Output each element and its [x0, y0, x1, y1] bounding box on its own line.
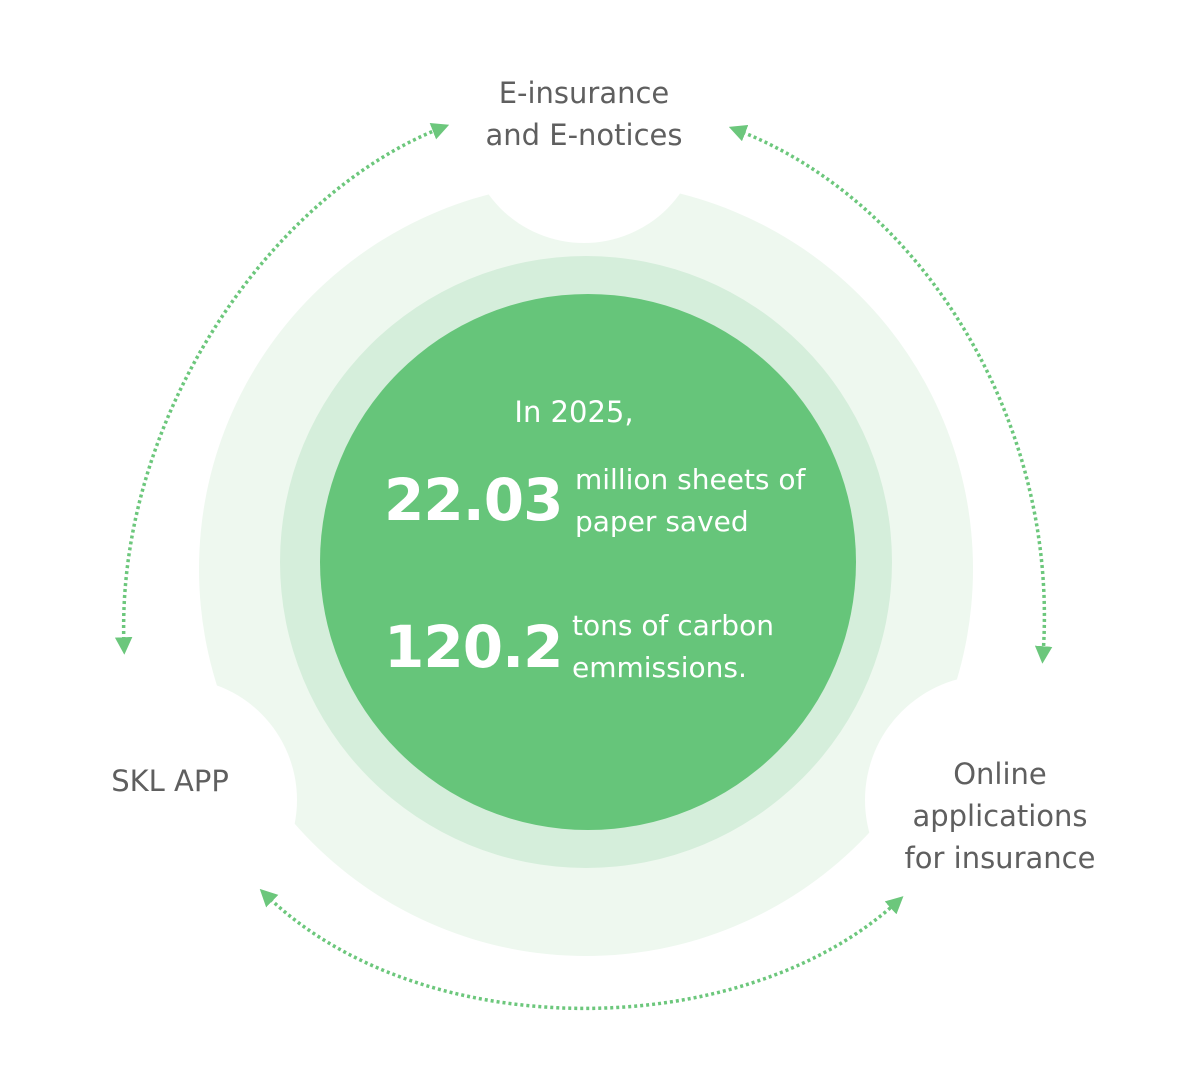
inner-circle [320, 294, 856, 830]
online-applications-label-line-1: Online [953, 757, 1047, 791]
e-insurance-label-line-2: and E-notices [485, 118, 683, 152]
carbon-emissions-description: tons of carbon emmissions. [572, 605, 774, 689]
skl-app-label-line-1: SKL APP [111, 764, 229, 798]
carbon-emissions-description-line-2: emmissions. [572, 651, 747, 684]
online-applications-label-line-3: for insurance [904, 841, 1096, 875]
arrow-top-left [114, 123, 450, 655]
online-applications-label: Online applications for insurance [880, 753, 1120, 879]
carbon-emissions-value: 120.2 [384, 613, 563, 681]
arrow-bottom [259, 888, 904, 1011]
intro-text: In 2025, [514, 395, 634, 429]
carbon-emissions-description-line-1: tons of carbon [572, 609, 774, 642]
paper-saved-description-line-2: paper saved [575, 505, 749, 538]
paper-saved-value: 22.03 [384, 466, 563, 534]
e-insurance-label: E-insurance and E-notices [434, 72, 734, 156]
online-applications-label-line-2: applications [912, 799, 1088, 833]
paper-saved-description: million sheets of paper saved [575, 459, 805, 543]
e-insurance-label-line-1: E-insurance [498, 76, 670, 110]
skl-app-label: SKL APP [90, 760, 250, 802]
paper-saved-description-line-1: million sheets of [575, 463, 806, 496]
arrow-top-right [728, 124, 1053, 664]
